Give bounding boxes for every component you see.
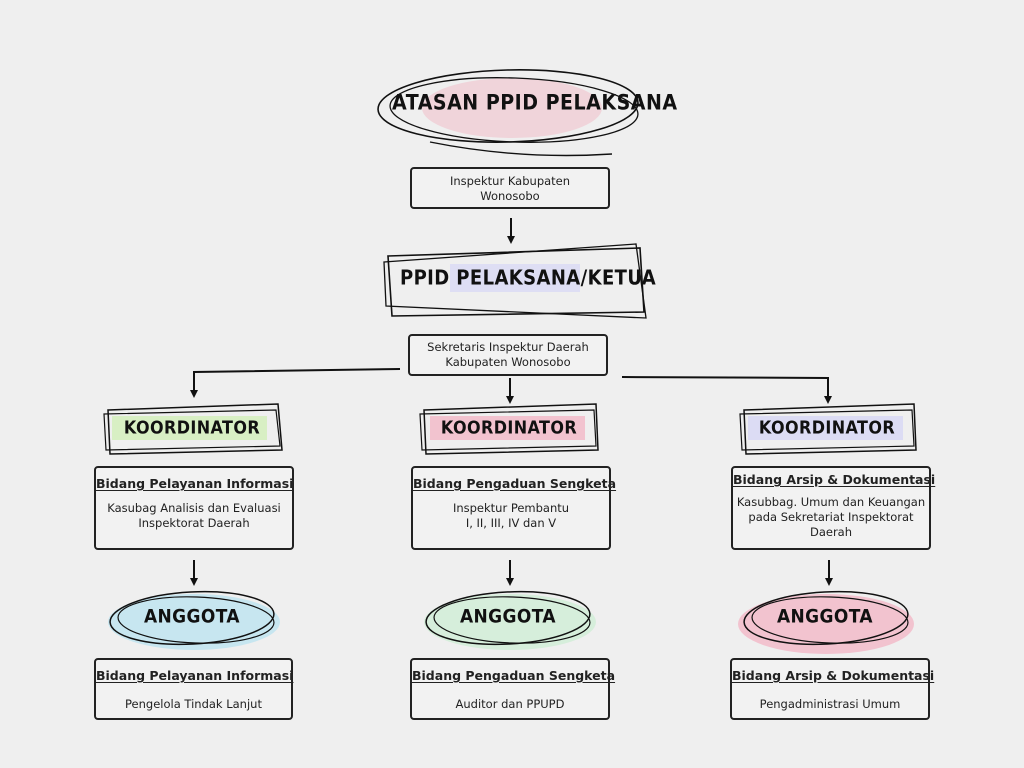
anggota-right-box: Bidang Arsip & Dokumentasi Pengadministr… — [730, 658, 935, 720]
ketua-box-line-2: Kabupaten Wonosobo — [445, 355, 571, 369]
atasan-highlight — [422, 78, 602, 138]
koordinator-left-scribble-2 — [103, 409, 281, 451]
anggota-left-desc: Pengelola Tindak Lanjut — [125, 697, 262, 711]
ketua-box-line-1: Sekretaris Inspektur Daerah — [427, 340, 589, 354]
anggota-left-heading: ANGGOTA — [144, 605, 240, 629]
ketua-scribble-1 — [387, 247, 645, 317]
anggota-left-scribble-2 — [117, 596, 275, 644]
anggota-right-title: Bidang Arsip & Dokumentasi — [732, 668, 935, 683]
koordinator-center-desc-2: I, II, III, IV dan V — [465, 516, 557, 530]
koordinator-right-desc-1: Kasubbag. Umum dan Keuangan — [736, 495, 926, 509]
connector-left — [190, 368, 401, 398]
koordinator-right-desc-2: pada Sekretariat Inspektorat — [748, 510, 914, 524]
koordinator-left-scribble-1 — [107, 403, 283, 455]
anggota-center-box: Bidang Pengaduan Sengketa Auditor dan PP… — [410, 658, 616, 720]
anggota-left-box: Bidang Pelayanan Informasi Pengelola Tin… — [94, 658, 293, 720]
anggota-left-title: Bidang Pelayanan Informasi — [96, 668, 294, 683]
koordinator-left-desc-2: Inspektorat Daerah — [138, 516, 250, 530]
anggota-center-desc: Auditor dan PPUPD — [455, 697, 565, 711]
anggota-right-highlight — [738, 594, 914, 654]
anggota-left-scribble-1 — [109, 590, 275, 646]
koordinator-left-heading: KOORDINATOR — [123, 416, 261, 439]
koordinator-right-desc-3: Daerah — [809, 525, 853, 539]
koordinator-center-desc-1: Inspektur Pembantu — [452, 501, 570, 515]
atasan-box: Inspektur Kabupaten Wonosobo — [410, 167, 610, 209]
koordinator-center-box: Bidang Pengaduan Sengketa Inspektur Pemb… — [411, 466, 617, 550]
koordinator-right-scribble-2 — [739, 409, 915, 451]
koordinator-right-title: Bidang Arsip & Dokumentasi — [733, 472, 936, 487]
anggota-center-scribble-1 — [425, 590, 591, 646]
atasan-box-line-2: Wonosobo — [480, 189, 540, 203]
atasan-scribble-tail — [429, 141, 613, 157]
koordinator-center-highlight — [430, 416, 585, 440]
anggota-center-highlight — [424, 594, 596, 650]
koordinator-center-heading: KOORDINATOR — [440, 416, 578, 439]
koordinator-left-box: Bidang Pelayanan Informasi Kasubag Anali… — [94, 466, 294, 550]
koordinator-left-highlight — [112, 416, 267, 440]
anggota-right-heading: ANGGOTA — [777, 605, 873, 629]
koordinator-left-title: Bidang Pelayanan Informasi — [96, 476, 294, 491]
ketua-scribble-2 — [383, 243, 647, 319]
koordinator-center-scribble-2 — [419, 409, 597, 451]
koordinator-right-heading: KOORDINATOR — [758, 416, 896, 439]
atasan-box-line-1: Inspektur Kabupaten — [449, 174, 571, 188]
koordinator-right-box: Bidang Arsip & Dokumentasi Kasubbag. Umu… — [731, 466, 936, 550]
anggota-right-desc: Pengadministrasi Umum — [759, 697, 901, 711]
koordinator-center-title: Bidang Pengaduan Sengketa — [413, 476, 617, 491]
ketua-heading: PPID PELAKSANA/KETUA — [400, 266, 657, 291]
anggota-center-title: Bidang Pengaduan Sengketa — [412, 668, 616, 683]
ketua-box: Sekretaris Inspektur Daerah Kabupaten Wo… — [408, 334, 608, 376]
atasan-heading: ATASAN PPID PELAKSANA — [392, 90, 678, 116]
koordinator-center-scribble-1 — [423, 403, 599, 455]
koordinator-right-scribble-1 — [743, 403, 917, 455]
koordinator-right-highlight — [748, 416, 903, 440]
atasan-scribble-2 — [389, 77, 639, 143]
koordinator-left-desc-1: Kasubag Analisis dan Evaluasi — [107, 501, 281, 515]
ketua-highlight — [450, 264, 580, 292]
anggota-center-scribble-2 — [433, 596, 591, 644]
anggota-right-scribble-1 — [743, 590, 909, 646]
anggota-center-heading: ANGGOTA — [460, 605, 556, 629]
anggota-right-scribble-2 — [751, 596, 909, 644]
anggota-left-highlight — [108, 594, 280, 650]
connector-right — [621, 376, 832, 404]
